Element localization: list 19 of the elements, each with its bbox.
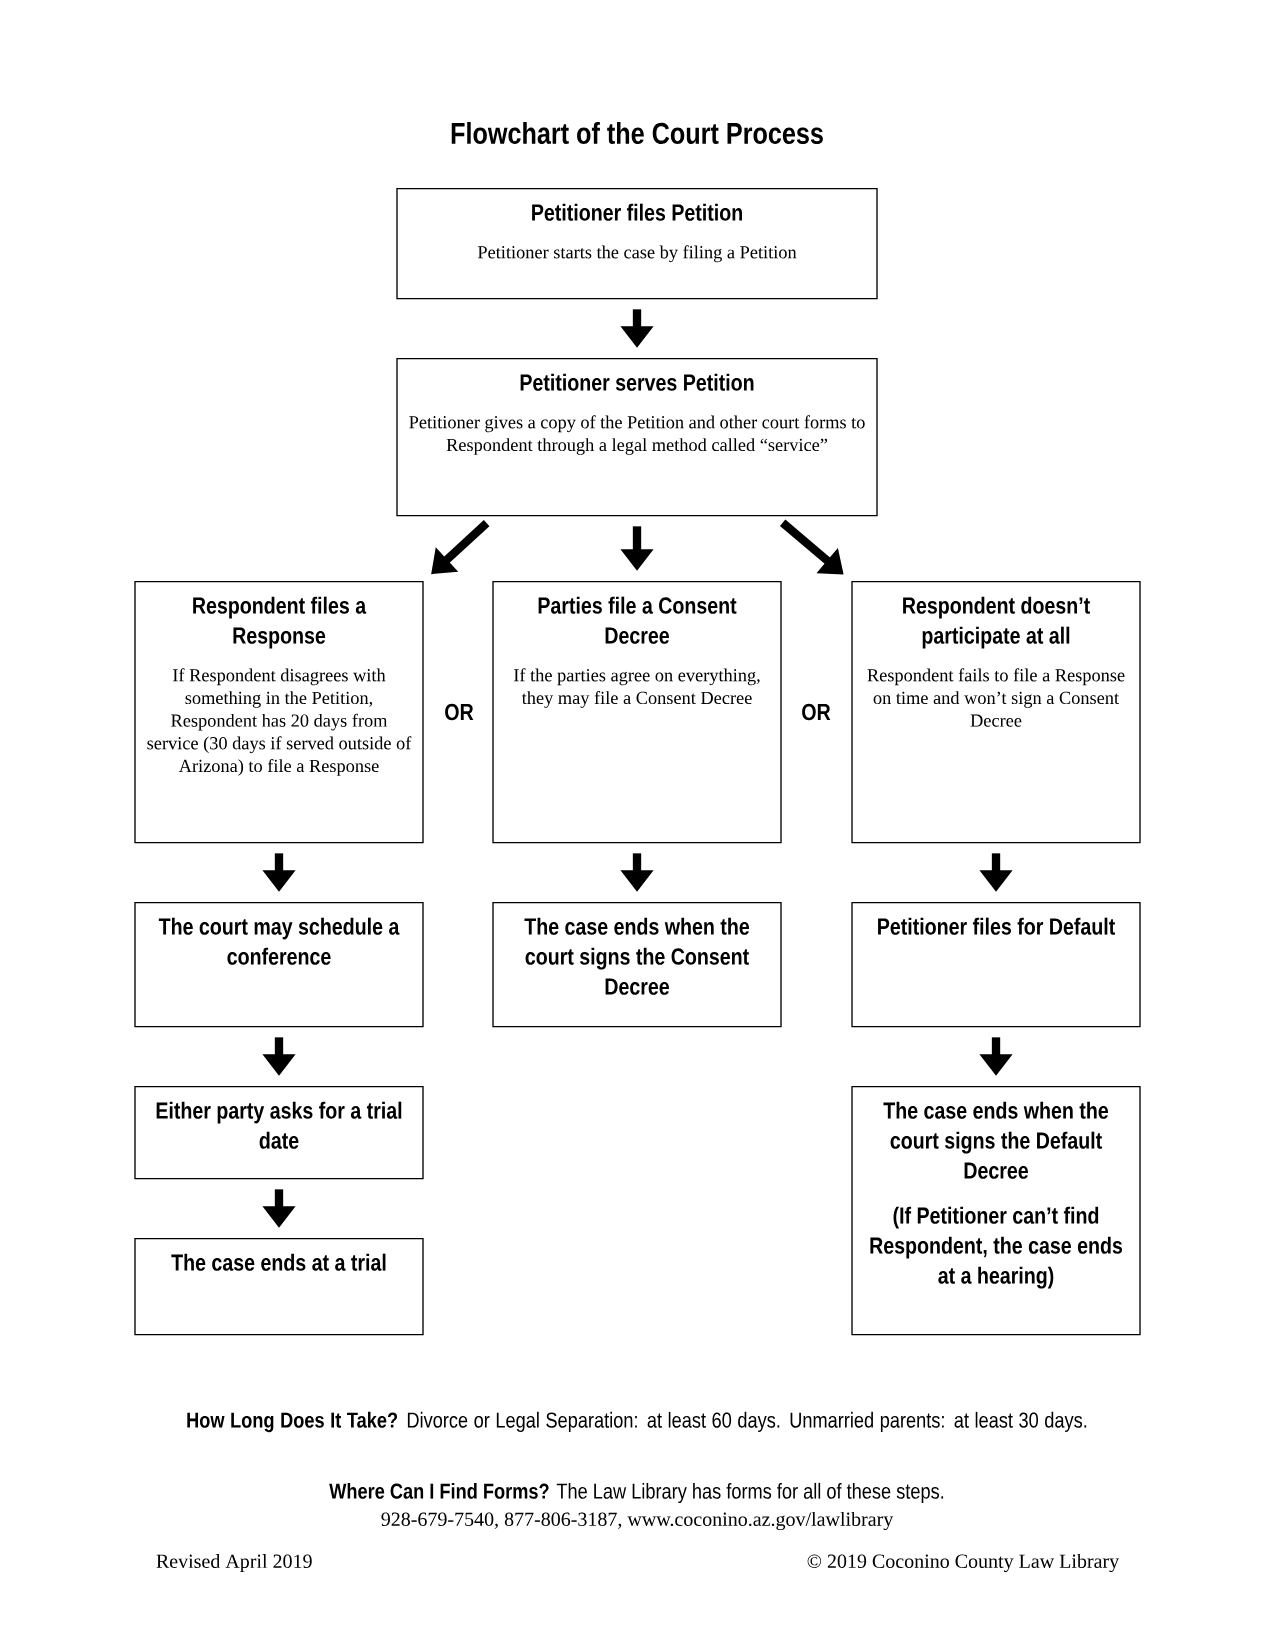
footer-note: How Long Does It Take? Divorce or Legal Separation: at least 60 days. Unmarried parents: at least 30 days.: [187, 1411, 1087, 1433]
title: Flowchart of the Court Process: [451, 122, 823, 144]
process-box: Either party asks for a trial date: [134, 1086, 424, 1180]
process-box: The case ends when the court signs the Default Decree (If Petitioner can’t find Respondent, the case ends at a hearing): [851, 1086, 1141, 1336]
process-box: Parties file a Consent Decree If the parties agree on everything, they may file a Consent Decree: [492, 581, 782, 844]
contact-line: 928-679-7540, 877-806-3187, www.coconino.az.gov/lawlibrary: [381, 1511, 894, 1531]
or-label: OR: [445, 703, 474, 721]
process-box: The court may schedule a conference: [134, 902, 424, 1028]
revision-note: Revised April 2019: [156, 1553, 312, 1573]
process-box: Petitioner files Petition Petitioner starts the case by filing a Petition: [396, 188, 878, 300]
process-box: The case ends at a trial: [134, 1238, 424, 1336]
process-box: Respondent doesn’t participate at all Respondent fails to file a Response on time and won’t sign a Consent Decree: [851, 581, 1141, 844]
process-box: Petitioner files for Default: [851, 902, 1141, 1028]
process-box: The case ends when the court signs the Consent Decree: [492, 902, 782, 1028]
copyright-note: © 2019 Coconino County Law Library: [807, 1553, 1120, 1573]
process-box: Respondent files a Response If Respondent disagrees with something in the Petition, Respondent has 20 days from service (30 days if served outside of Arizona) to file a Response: [134, 581, 424, 844]
process-box: Petitioner serves Petition Petitioner gives a copy of the Petition and other court forms to Respondent through a legal method called “service”: [396, 358, 878, 517]
or-label: OR: [802, 703, 831, 721]
footer-note: Where Can I Find Forms? The Law Library has forms for all of these steps.: [329, 1482, 944, 1504]
